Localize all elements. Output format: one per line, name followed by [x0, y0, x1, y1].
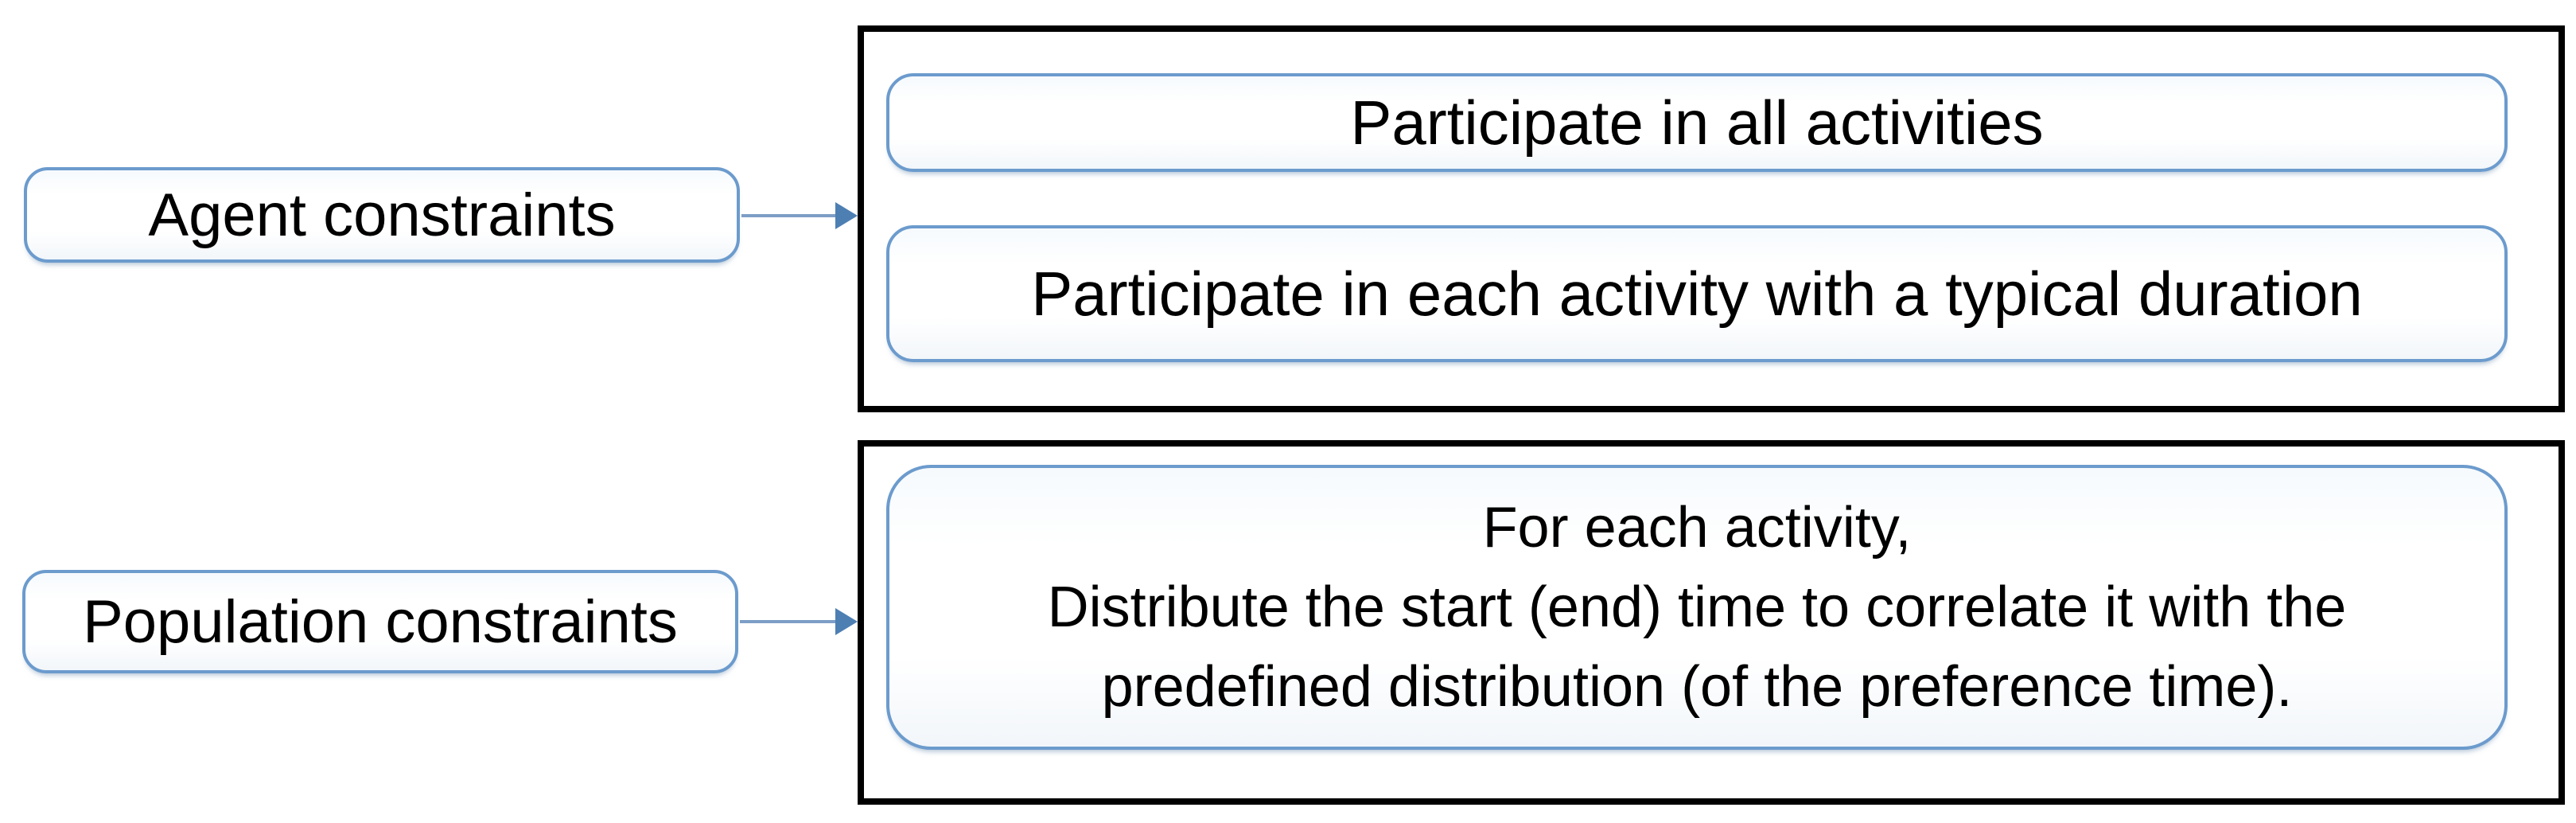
arrow-agent-to-group-line: [741, 214, 835, 217]
arrow-population-to-group-arrowhead: [835, 608, 858, 635]
node-participate-typical-duration: Participate in each activity with a typi…: [886, 225, 2508, 362]
node-agent-constraints: Agent constraints: [24, 167, 740, 263]
population-constraints-label: Population constraints: [83, 587, 678, 656]
distribute-rule-line-2: Distribute the start (end) time to corre…: [1047, 575, 2347, 639]
agent-constraints-label: Agent constraints: [148, 181, 616, 249]
arrow-agent-to-group-arrowhead: [835, 202, 858, 229]
node-population-constraints: Population constraints: [22, 570, 738, 673]
distribute-rule-line-3: predefined distribution (of the preferen…: [1101, 655, 2293, 719]
node-participate-all-activities: Participate in all activities: [886, 73, 2508, 172]
participate-typical-duration-label: Participate in each activity with a typi…: [1031, 258, 2363, 329]
participate-all-activities-label: Participate in all activities: [1350, 87, 2044, 158]
node-distribute-start-time: For each activity, Distribute the start …: [886, 465, 2508, 750]
arrow-population-to-group-line: [740, 620, 835, 623]
distribute-rule-line-1: For each activity,: [1482, 496, 1912, 560]
